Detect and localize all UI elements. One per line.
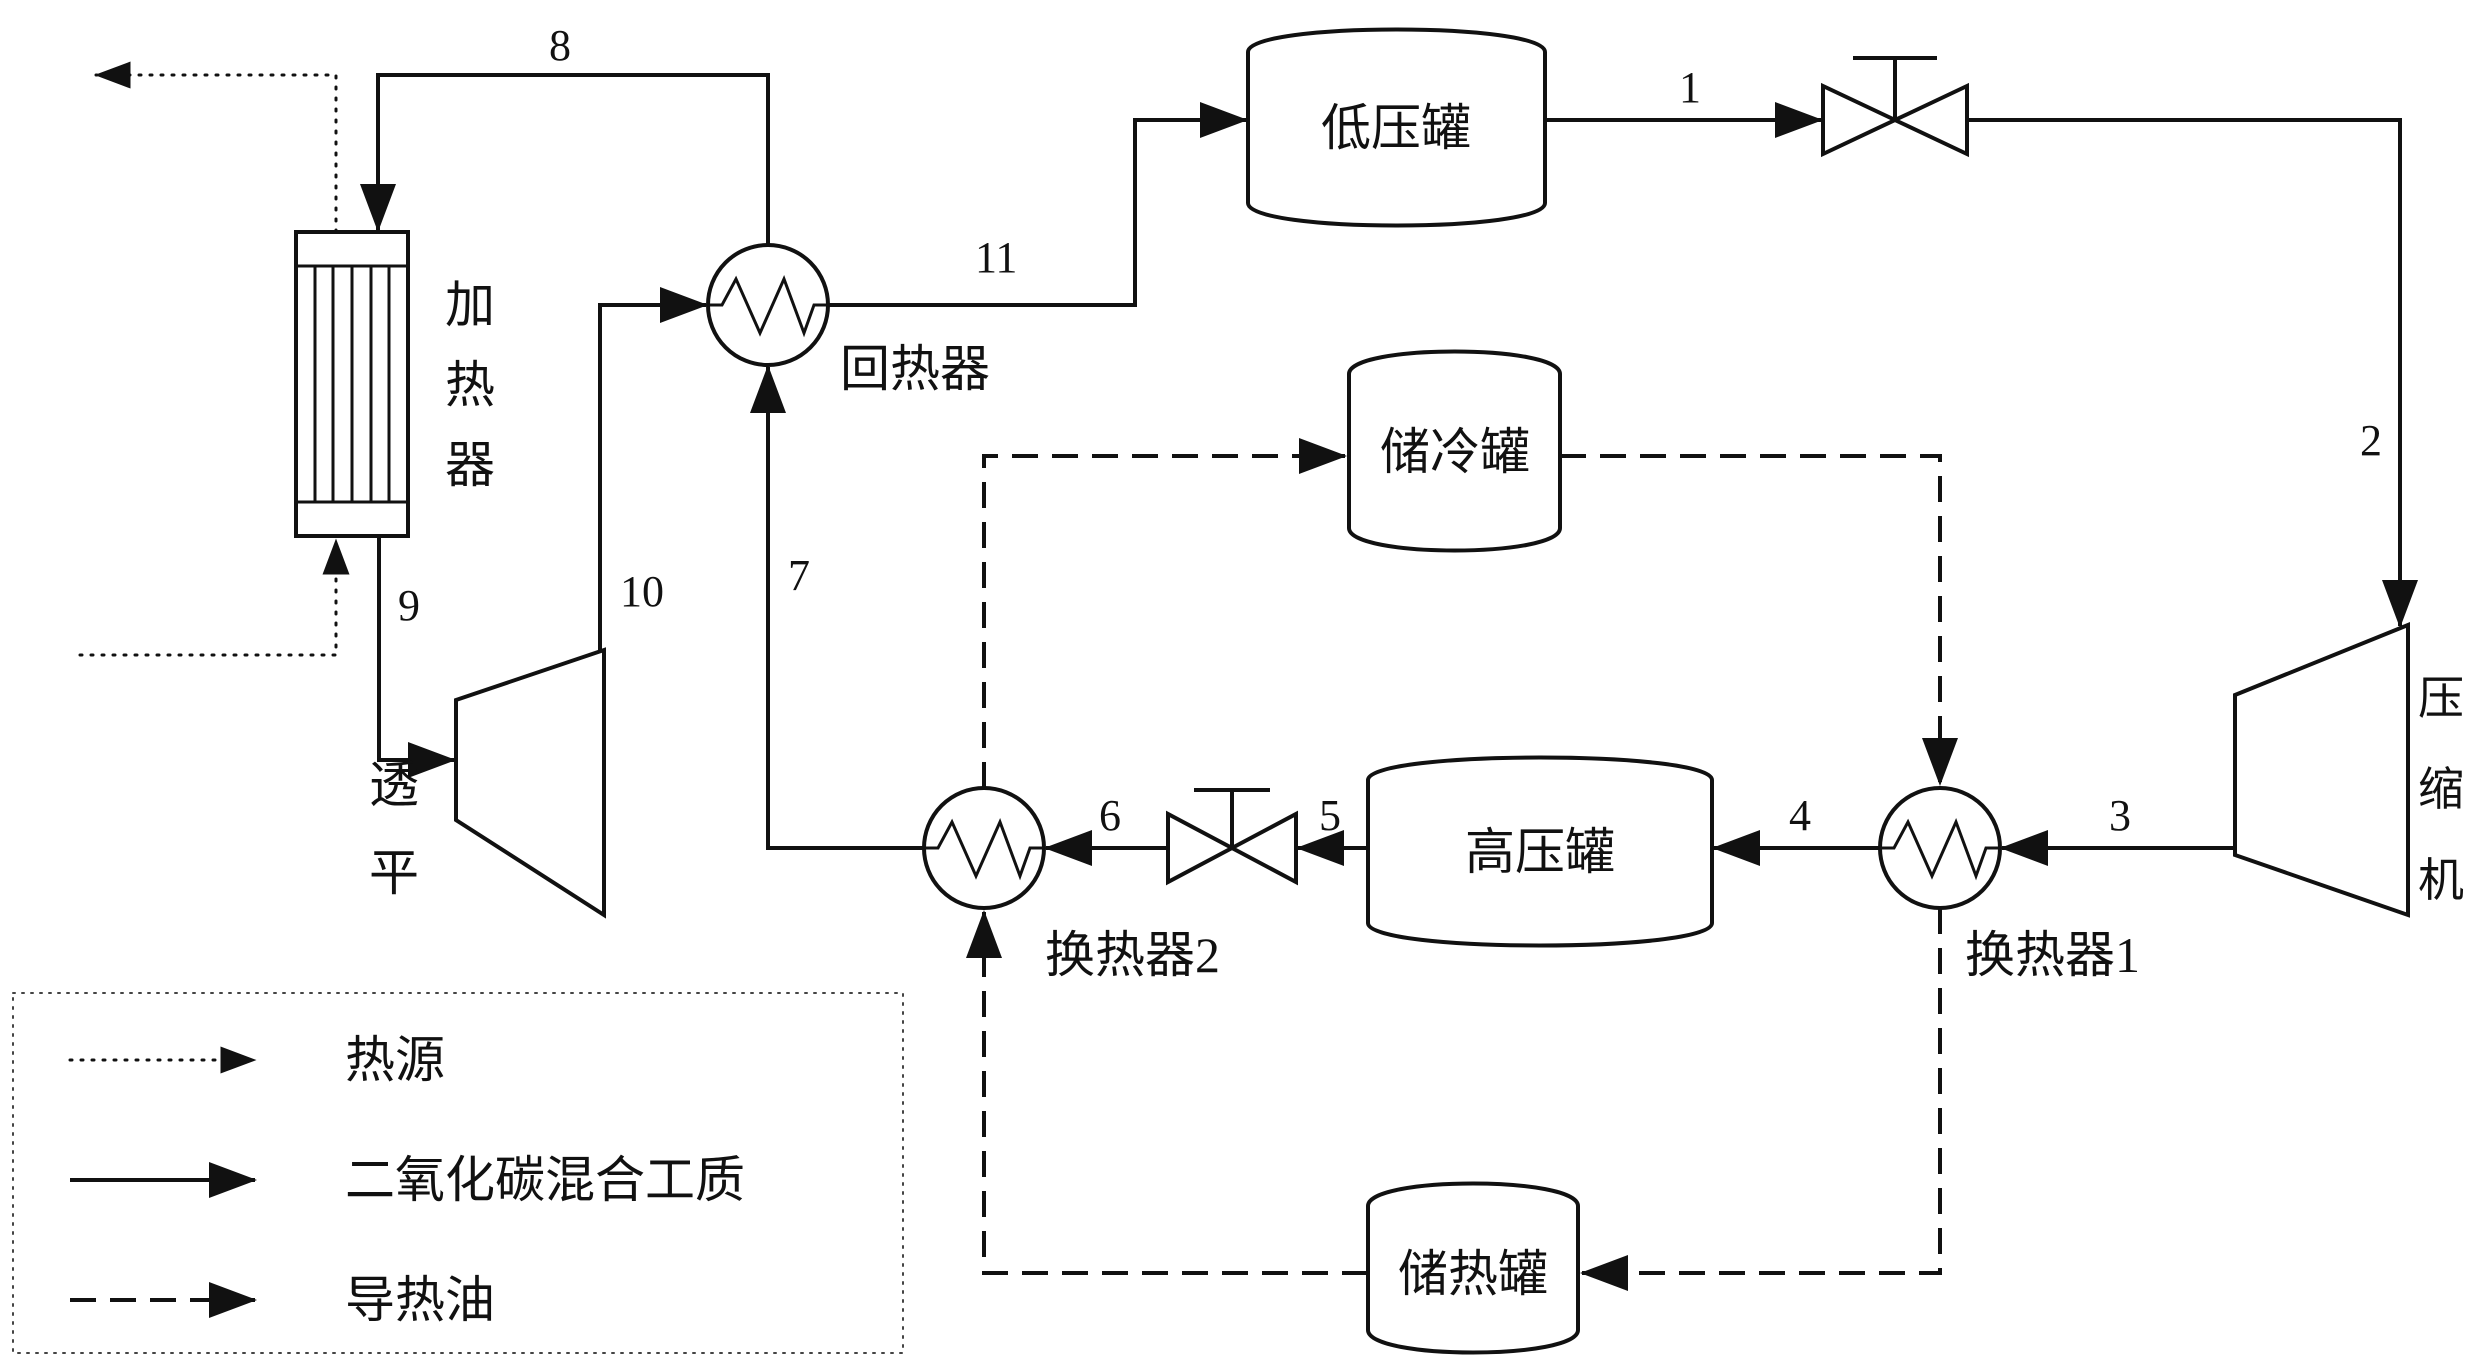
lp-tank-symbol — [1246, 27, 1547, 228]
compressor-label: 压 — [2418, 673, 2464, 724]
hx2-symbol — [922, 786, 1046, 910]
stream-9-label: 9 — [398, 581, 420, 630]
cold-tank-symbol — [1347, 349, 1562, 553]
stream-1-label: 1 — [1679, 63, 1701, 112]
stream-8-label: 8 — [549, 21, 571, 70]
heater-label: 器 — [445, 437, 495, 493]
stream-10-label: 10 — [620, 567, 664, 616]
oil-line-hx2-to-cold-tank — [982, 438, 1347, 788]
hx1-symbol — [1878, 786, 2002, 910]
turbine-label: 平 — [369, 845, 419, 901]
stream-6-label: 6 — [1099, 791, 1121, 840]
hx1-label: 换热器1 — [1965, 927, 2140, 983]
hp-tank-label: 高压罐 — [1465, 824, 1615, 880]
stream-5-label: 5 — [1319, 791, 1341, 840]
stream-11-label: 11 — [975, 233, 1017, 282]
recuperator-label: 回热器 — [840, 341, 990, 397]
legend-border — [12, 992, 904, 1354]
heater-symbol — [294, 230, 410, 538]
stream-2-label: 2 — [2360, 416, 2382, 465]
legend-label-thermal-oil: 导热油 — [345, 1272, 495, 1328]
stream-2-line — [1967, 118, 2418, 628]
legend: 热源 二氧化碳混合工质 导热油 — [12, 992, 904, 1354]
throttle-valve-2-symbol — [1166, 788, 1298, 886]
hx2-label: 换热器2 — [1045, 927, 1220, 983]
stream-7-label: 7 — [788, 551, 810, 600]
oil-line-cold-tank-to-hx1 — [1560, 454, 1958, 786]
stream-8-line — [360, 73, 770, 245]
recuperator-symbol — [706, 243, 830, 367]
hot-tank-label: 储热罐 — [1398, 1246, 1548, 1302]
hp-tank-symbol — [1366, 755, 1714, 948]
compressor-label: 缩 — [2418, 764, 2464, 815]
stream-11-line — [828, 102, 1248, 307]
cold-tank-label: 储冷罐 — [1380, 424, 1530, 480]
stream-9-line — [377, 536, 456, 778]
heater-label: 加 — [445, 277, 495, 333]
turbine-symbol — [454, 647, 606, 919]
stream-7-line — [750, 365, 924, 850]
legend-label-co2-working-fluid: 二氧化碳混合工质 — [345, 1152, 745, 1208]
stream-4-label: 4 — [1789, 791, 1811, 840]
compressor-label: 机 — [2418, 855, 2464, 906]
heater-label: 热 — [445, 357, 495, 413]
oil-line-hot-tank-to-hx2 — [966, 910, 1368, 1275]
turbine-label: 透 — [369, 757, 419, 813]
stream-10-line — [598, 287, 708, 651]
heat-source-outlet-line — [94, 61, 338, 234]
legend-label-heat-source: 热源 — [345, 1032, 445, 1088]
compressor-symbol — [2233, 622, 2410, 918]
stream-3-label: 3 — [2109, 791, 2131, 840]
oil-line-hx1-to-hot-tank — [1580, 908, 1942, 1291]
throttle-valve-1-symbol — [1821, 56, 1969, 158]
lp-tank-label: 低压罐 — [1321, 100, 1471, 156]
hot-tank-symbol — [1366, 1181, 1580, 1355]
heat-source-inlet-line — [78, 538, 350, 657]
